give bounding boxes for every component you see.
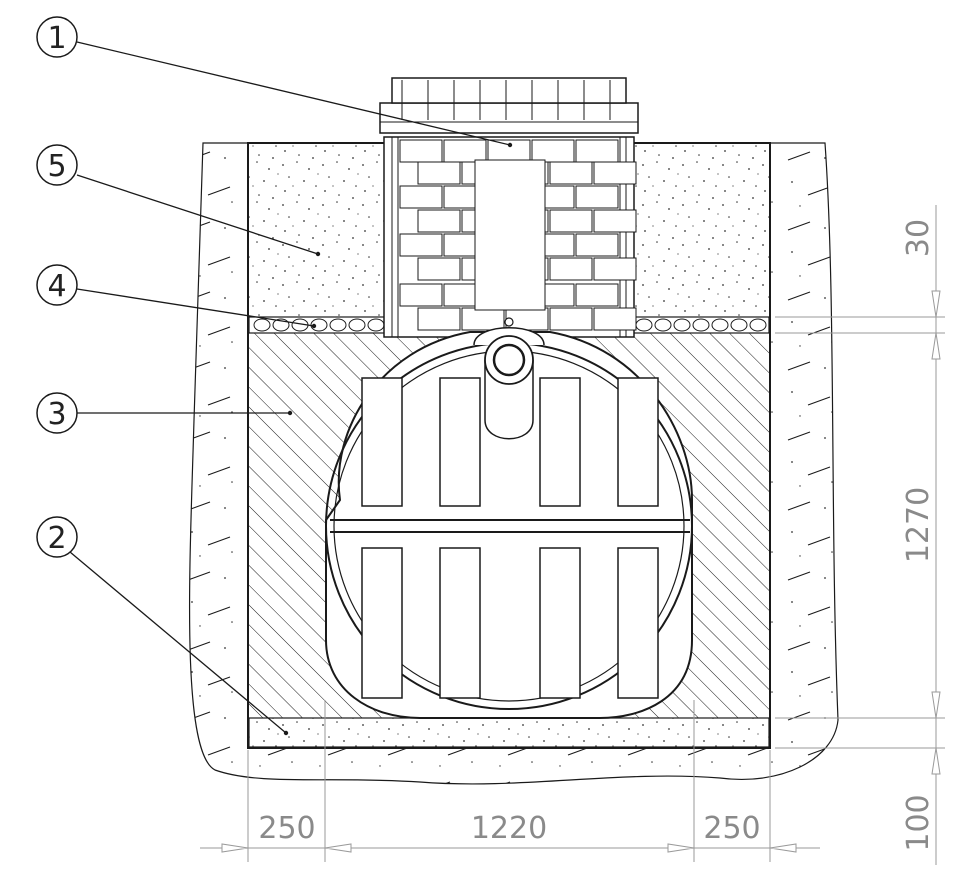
callout-1-label: 1 [47,21,66,56]
dim-side-right: 250 [703,811,760,846]
callout-3: 3 [36,392,78,434]
callout-4: 4 [36,264,78,306]
callout-dots [283,142,513,736]
layer-base-sand [248,717,770,748]
callout-leaders [69,41,511,734]
gravel-stones [253,318,767,332]
callout-2: 2 [36,516,78,558]
horizontal-dimensions: 250 1220 250 [200,700,820,862]
riser-lid [379,77,639,134]
callout-1: 1 [36,16,78,58]
callout-5-label: 5 [47,149,66,184]
dim-base-layer: 100 [901,794,936,851]
soil-outline [188,142,839,785]
callout-3-label: 3 [47,397,66,432]
dim-tank-width: 1220 [471,811,547,846]
callout-4-label: 4 [47,269,66,304]
riser-shaft [383,136,637,338]
callout-5: 5 [36,144,78,186]
tank-body [325,317,693,719]
callout-2-label: 2 [47,521,66,556]
dim-gravel-layer: 30 [901,219,936,257]
vertical-dimensions: 30 1270 100 [775,205,945,865]
dim-side-left: 250 [258,811,315,846]
dim-tank-height: 1270 [901,487,936,563]
